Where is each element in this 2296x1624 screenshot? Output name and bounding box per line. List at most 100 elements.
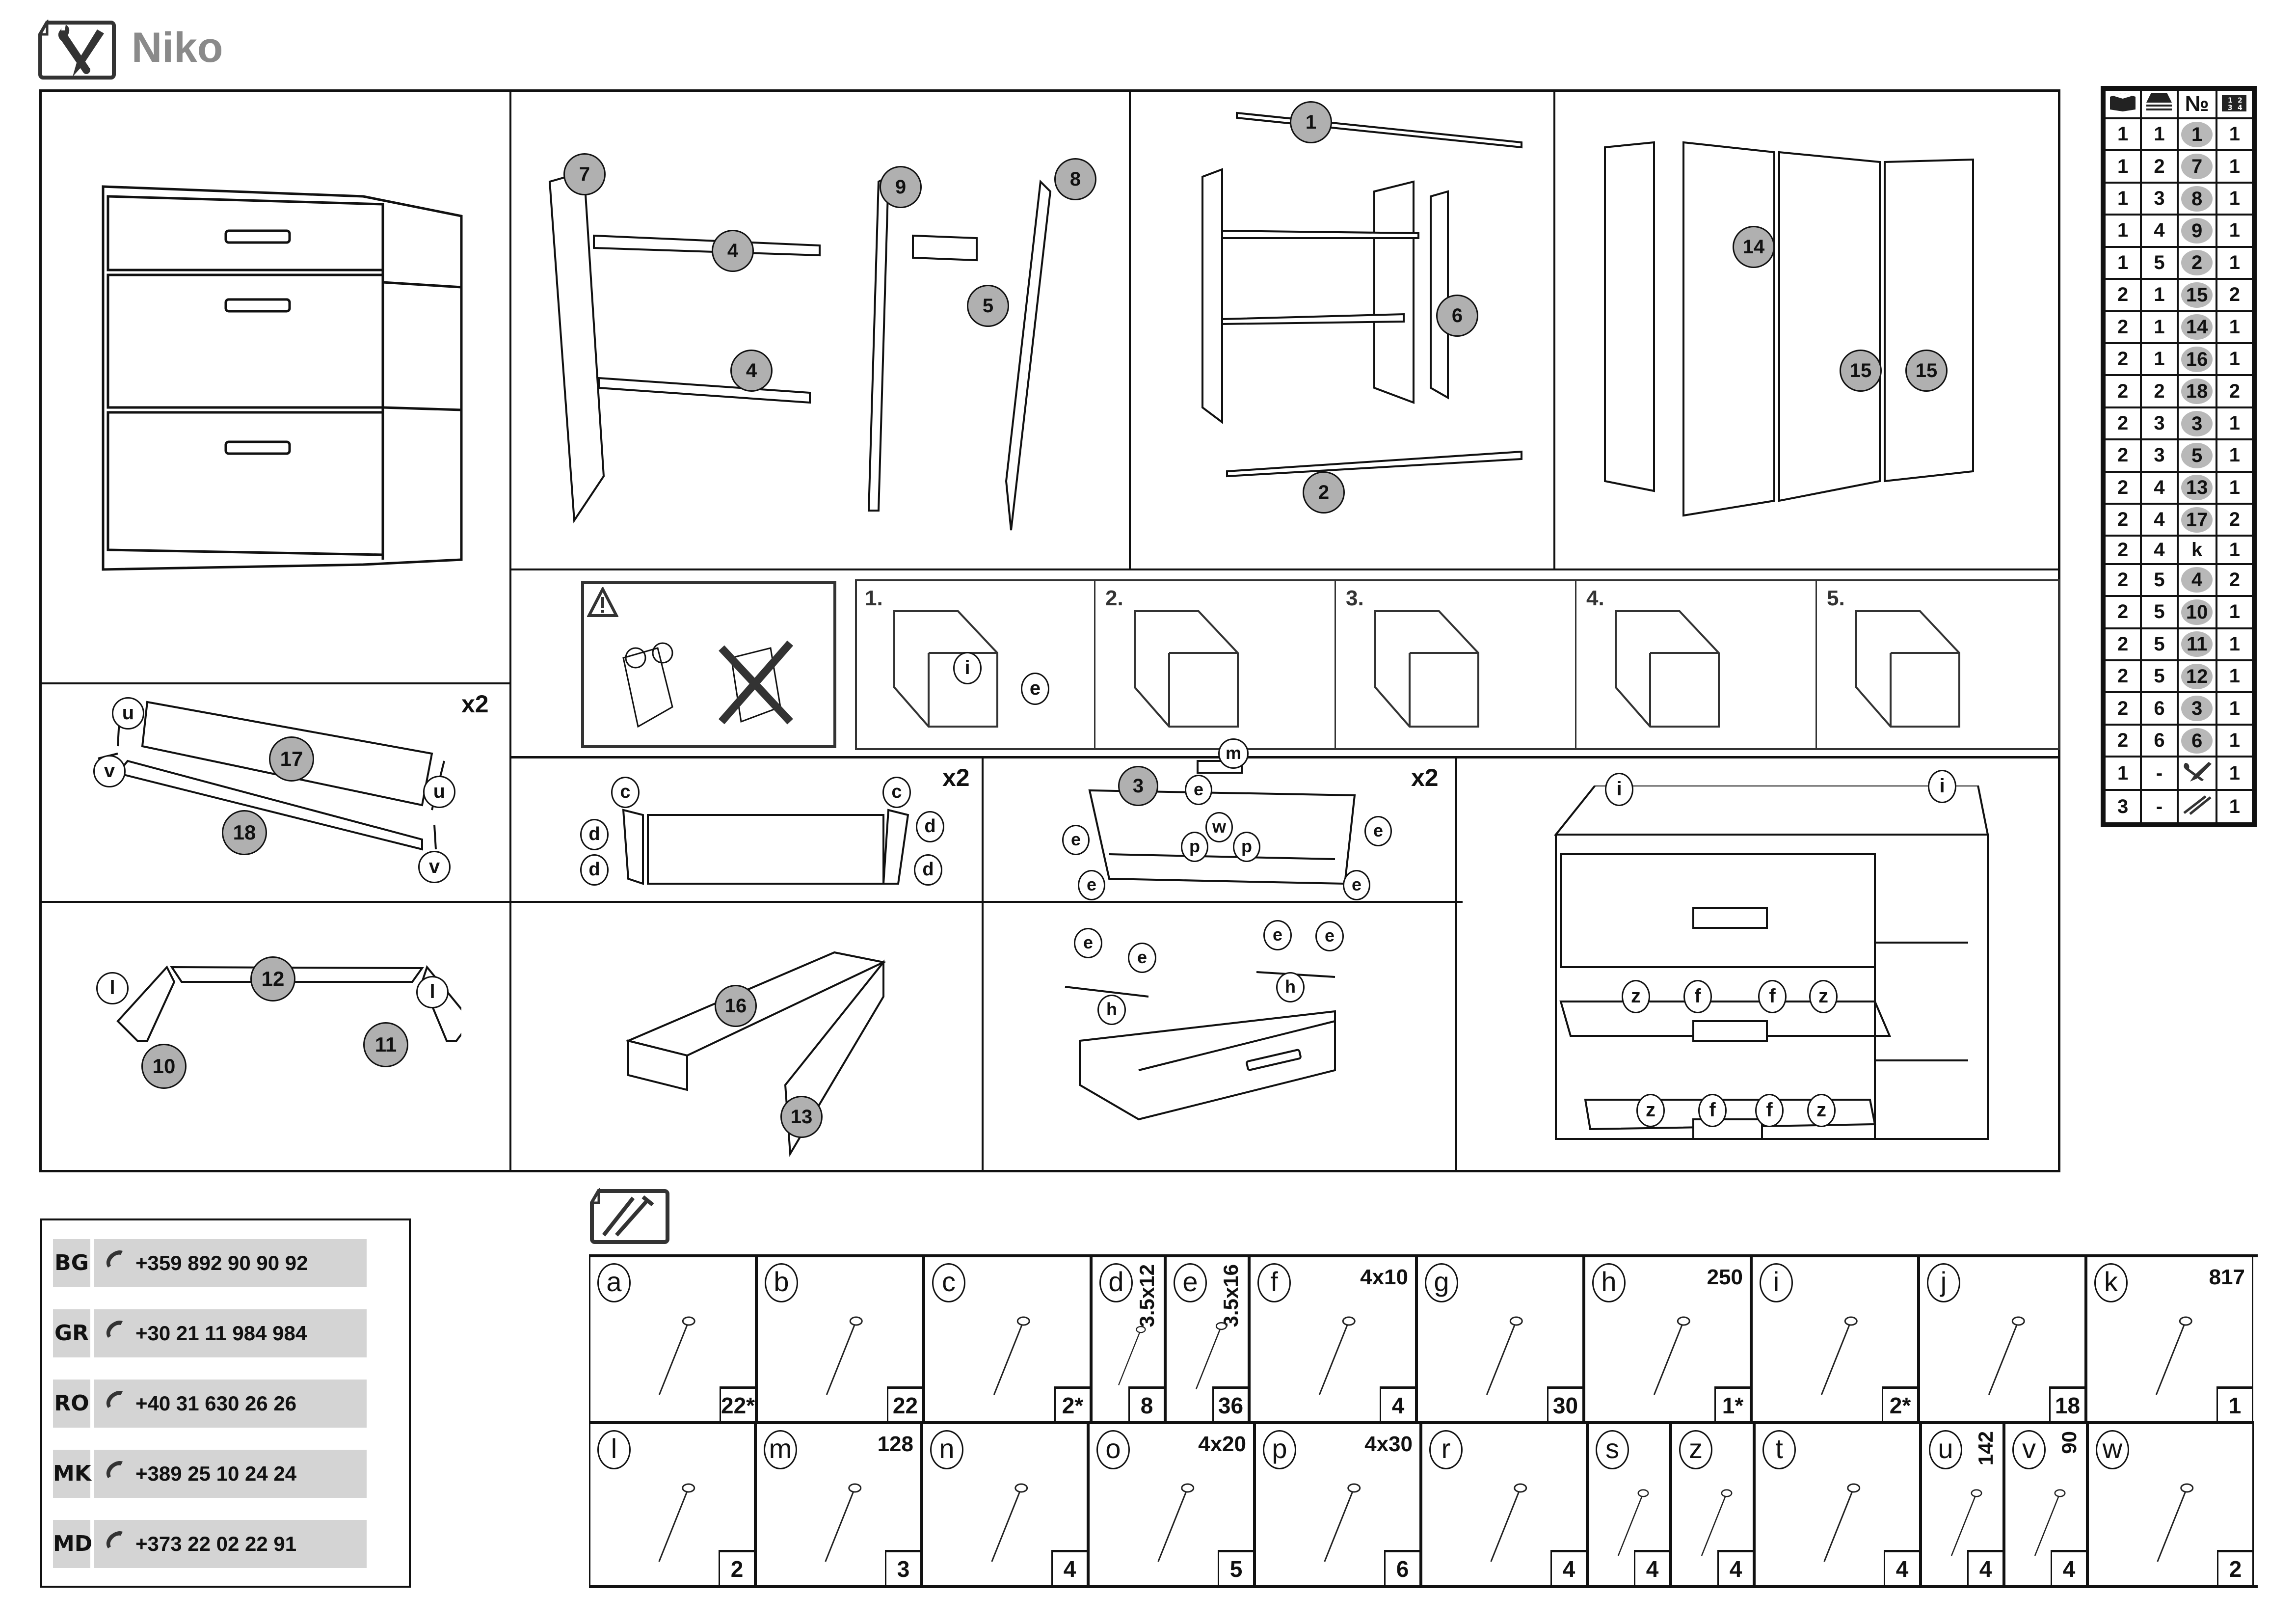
hardware-quantity: 22: [887, 1386, 922, 1422]
divider: [39, 901, 1463, 903]
hardware-m-icon: [825, 1483, 861, 1562]
hardware-quantity: 6: [1384, 1550, 1419, 1585]
quantity: 1: [2215, 595, 2254, 629]
hardware-quantity: 2*: [1054, 1386, 1090, 1422]
part-badge: 15: [1905, 350, 1948, 392]
fitting-label: l: [96, 972, 129, 1004]
phone-number[interactable]: +389 25 10 24 24: [94, 1450, 367, 1498]
assembled-cabinet-drawing: [102, 185, 463, 571]
phone-number[interactable]: +30 21 11 984 984: [94, 1309, 367, 1357]
divider: [509, 89, 511, 1172]
part-number-badge: 11: [2176, 627, 2217, 662]
divider: [39, 682, 510, 684]
fitting-label: v: [93, 755, 126, 787]
divider: [509, 568, 2060, 570]
hardware-size: 142: [1974, 1431, 1997, 1466]
package-number: 2: [2103, 278, 2142, 312]
part-number-badge: 6: [2176, 723, 2217, 758]
part-badge: 15: [1840, 350, 1882, 392]
hardware-r-icon: [1490, 1483, 1527, 1562]
quantity: 1: [2215, 149, 2254, 184]
layer-number: 1: [2140, 278, 2179, 312]
fitting-label: e: [1364, 816, 1392, 846]
screws-icon: [589, 1188, 669, 1244]
hardware-quantity: 4: [1967, 1550, 2002, 1585]
hardware-v-icon: [2034, 1489, 2065, 1556]
drawer-runners-drawing: [1065, 971, 1336, 1121]
quantity: 1: [2215, 723, 2254, 758]
warning-panel: [581, 581, 836, 748]
fitting-label: d: [916, 811, 944, 842]
phone-number[interactable]: +373 22 02 22 91: [94, 1520, 367, 1568]
package-number: 2: [2103, 503, 2142, 537]
hardware-quantity: 5: [1218, 1550, 1253, 1585]
tools-icon: [2176, 756, 2217, 791]
country-code: RO: [53, 1380, 90, 1428]
hardware-quantity: 4: [1884, 1550, 1919, 1585]
layer-number: 4: [2140, 503, 2179, 537]
phone-number[interactable]: +40 31 630 26 26: [94, 1380, 367, 1428]
hardware-quantity: 18: [2049, 1386, 2084, 1422]
phone-number-text: +373 22 02 22 91: [135, 1532, 297, 1555]
part-number: 9: [2181, 217, 2213, 244]
part-badge: 13: [780, 1096, 823, 1138]
fitting-label: p: [1233, 832, 1260, 862]
phone-number-text: +30 21 11 984 984: [135, 1322, 307, 1345]
phone-icon: [103, 1241, 131, 1289]
hardware-letter: p: [1263, 1430, 1296, 1469]
package-number: 1: [2103, 117, 2142, 152]
page-title: Niko: [132, 24, 223, 71]
svg-text:3: 3: [2228, 104, 2233, 112]
fitting-label: e: [1263, 920, 1292, 950]
country-code: MK: [53, 1450, 91, 1498]
quantity: 1: [2215, 470, 2254, 505]
part-badge: 6: [1436, 295, 1478, 337]
hardware-quantity: 1: [2216, 1386, 2252, 1422]
quantity: 1: [2215, 406, 2254, 441]
step-number: 4.: [1586, 586, 1604, 610]
hardware-letter: w: [2096, 1430, 2129, 1469]
hardware-quantity: 2*: [1882, 1386, 1917, 1422]
hardware-letter: b: [765, 1263, 798, 1302]
package-number: 2: [2103, 535, 2142, 565]
fitting-label: u: [423, 776, 455, 808]
hardware-quantity: 1*: [1714, 1386, 1750, 1422]
part-number: 3: [2181, 410, 2213, 436]
phone-number[interactable]: +359 892 90 90 92: [94, 1239, 367, 1287]
part-number: 16: [2181, 346, 2213, 372]
hardware-quantity: 2: [719, 1550, 754, 1585]
phone-number-text: +40 31 630 26 26: [135, 1392, 297, 1415]
step-4: 4.: [1576, 579, 1817, 750]
package-number: 2: [2103, 691, 2142, 726]
layer-number: 4: [2140, 470, 2179, 505]
hardware-quantity: 4: [1380, 1386, 1415, 1422]
quantity: 2: [2215, 278, 2254, 312]
layer-number: 3: [2140, 181, 2179, 216]
multiplier-label: x2: [461, 690, 489, 718]
hardware-letter: a: [597, 1263, 631, 1302]
hardware-g-icon: [1486, 1316, 1523, 1395]
hardware-letter: v: [2012, 1430, 2046, 1469]
package-number: 3: [2103, 789, 2142, 824]
part-number: 3: [2181, 696, 2213, 722]
part-number-badge: 14: [2176, 310, 2217, 344]
carcass-drawing: [1201, 111, 1522, 478]
fitting-label: i: [1605, 773, 1633, 806]
country-code: MD: [53, 1520, 92, 1568]
part-badge: 16: [715, 985, 757, 1027]
layer-number: 2: [2140, 149, 2179, 184]
quantity: 1: [2215, 789, 2254, 824]
layer-number: 4: [2140, 535, 2179, 565]
quantity: 2: [2215, 374, 2254, 408]
frame-sides-drawing: [548, 170, 1052, 531]
